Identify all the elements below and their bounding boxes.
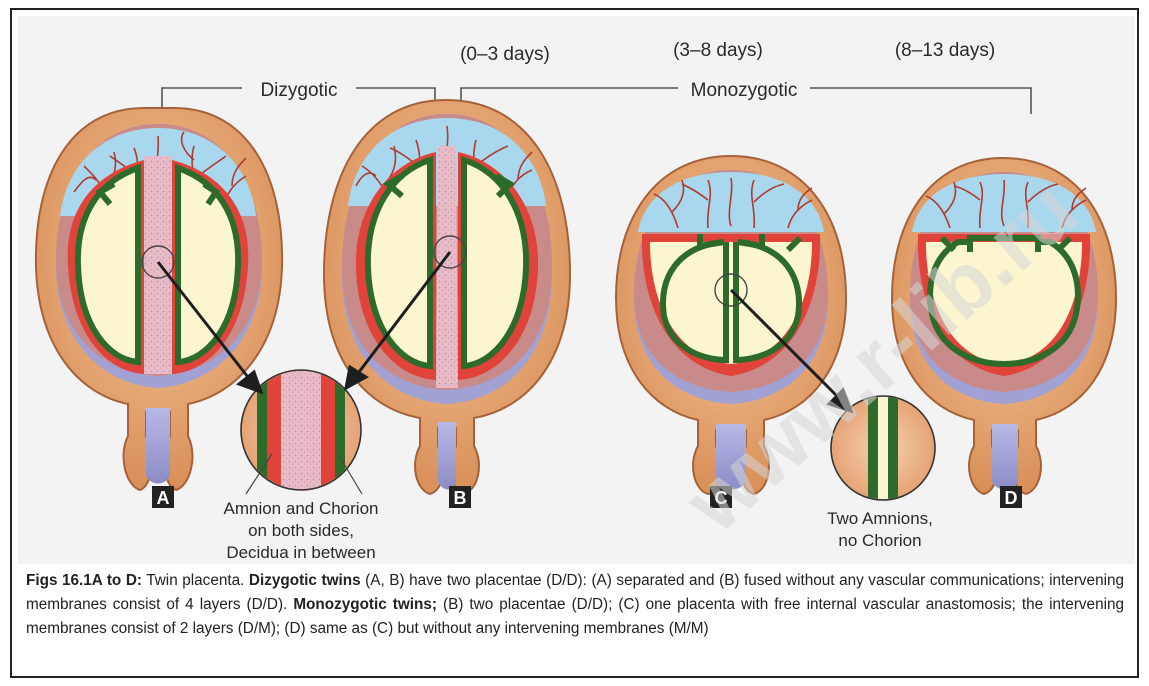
monozygotic-bracket-right bbox=[810, 88, 1031, 114]
caption-monozygotic-bold: Monozygotic twins; bbox=[293, 596, 437, 613]
figure-caption: Figs 16.1A to D: Twin placenta. Dizygoti… bbox=[26, 569, 1124, 641]
caption-dizygotic-bold: Dizygotic twins bbox=[249, 572, 361, 589]
caption-label: Figs 16.1A to D: bbox=[26, 572, 142, 589]
caption-text-1: Twin placenta. bbox=[142, 572, 249, 589]
callout-dizygotic-line-3: Decidua in between bbox=[226, 543, 375, 562]
days-0-3-label: (0–3 days) bbox=[460, 44, 550, 65]
days-8-13-label: (8–13 days) bbox=[895, 40, 995, 61]
callout-monozygotic-line-1: Two Amnions, bbox=[827, 509, 933, 528]
panel-letter-b-text: B bbox=[454, 488, 467, 508]
panel-letter-d: D bbox=[1000, 486, 1022, 508]
panel-letter-b: B bbox=[449, 486, 471, 508]
callout-dizygotic: Amnion and Chorion on both sides, Decidu… bbox=[224, 499, 379, 562]
panel-letter-a: A bbox=[152, 486, 174, 508]
days-3-8-label: (3–8 days) bbox=[673, 40, 763, 61]
callout-monozygotic-line-2: no Chorion bbox=[838, 531, 921, 550]
dizygotic-label: Dizygotic bbox=[260, 80, 337, 101]
twin-placenta-diagram: Dizygotic Monozygotic (0–3 days) (3–8 da… bbox=[18, 16, 1135, 564]
figure-frame: Dizygotic Monozygotic (0–3 days) (3–8 da… bbox=[10, 8, 1139, 678]
callout-dizygotic-line-1: Amnion and Chorion bbox=[224, 499, 379, 518]
callout-dizygotic-line-2: on both sides, bbox=[248, 521, 354, 540]
panel-letter-a-text: A bbox=[157, 488, 170, 508]
monozygotic-label: Monozygotic bbox=[691, 80, 798, 101]
figure-panel: Dizygotic Monozygotic (0–3 days) (3–8 da… bbox=[18, 16, 1135, 564]
callout-monozygotic: Two Amnions, no Chorion bbox=[827, 509, 933, 550]
panel-letter-d-text: D bbox=[1005, 488, 1018, 508]
